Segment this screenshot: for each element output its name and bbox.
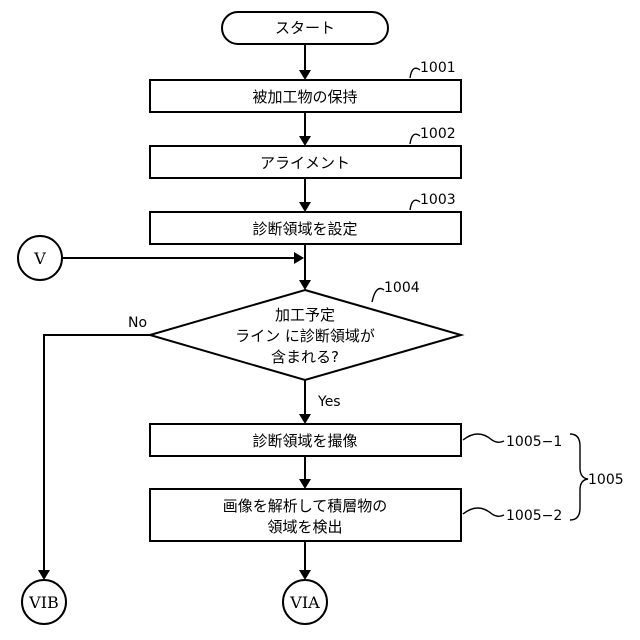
group-bracket-1005 bbox=[570, 434, 588, 520]
connector-vib-label: VIB bbox=[28, 593, 59, 612]
decision-line-3: 含まれる? bbox=[271, 348, 339, 366]
step-capture-region-label: 診断領域を撮像 bbox=[252, 432, 357, 450]
branch-no-label: No bbox=[128, 315, 147, 331]
start-label: スタート bbox=[275, 19, 335, 37]
connector-via-label: VIA bbox=[289, 593, 320, 612]
ref-1005: 1005 bbox=[588, 472, 624, 488]
step-set-diagnostic-region: 診断領域を設定 bbox=[150, 212, 461, 244]
step-hold-workpiece: 被加工物の保持 bbox=[150, 80, 461, 112]
ref-1005-2: 1005−2 bbox=[506, 508, 562, 524]
ref-leader-1003 bbox=[410, 200, 420, 210]
connector-v: V bbox=[18, 236, 62, 280]
ref-leader-1002 bbox=[410, 134, 420, 144]
step-alignment-label: アライメント bbox=[260, 154, 350, 172]
ref-1003: 1003 bbox=[420, 192, 456, 208]
ref-leader-1004 bbox=[372, 289, 384, 303]
step-analyze-image-line-1: 画像を解析して積層物の bbox=[223, 497, 388, 515]
connector-v-label: V bbox=[33, 249, 46, 268]
ref-leader-1005-1 bbox=[463, 434, 504, 442]
start-terminal: スタート bbox=[222, 12, 388, 44]
ref-1002: 1002 bbox=[420, 126, 456, 142]
connector-vib: VIB bbox=[22, 580, 66, 624]
ref-leader-1001 bbox=[410, 68, 420, 78]
step-capture-region: 診断領域を撮像 bbox=[150, 424, 461, 456]
branch-yes-label: Yes bbox=[317, 394, 341, 410]
ref-1001: 1001 bbox=[420, 60, 456, 76]
decision-line-1: 加工予定 bbox=[275, 306, 335, 324]
connector-via: VIA bbox=[283, 580, 327, 624]
ref-leader-1005-2 bbox=[463, 508, 504, 516]
step-analyze-image: 画像を解析して積層物の 領域を検出 bbox=[150, 489, 461, 541]
step-hold-workpiece-label: 被加工物の保持 bbox=[252, 88, 357, 106]
step-analyze-image-line-2: 領域を検出 bbox=[267, 518, 342, 536]
step-alignment: アライメント bbox=[150, 146, 461, 178]
step-set-diagnostic-region-label: 診断領域を設定 bbox=[252, 220, 357, 238]
decision-line-contains-region: 加工予定 ライン に診断領域が 含まれる? bbox=[150, 290, 461, 380]
ref-1004: 1004 bbox=[384, 280, 420, 296]
ref-1005-1: 1005−1 bbox=[506, 434, 562, 450]
decision-line-2: ライン に診断領域が bbox=[235, 327, 375, 345]
